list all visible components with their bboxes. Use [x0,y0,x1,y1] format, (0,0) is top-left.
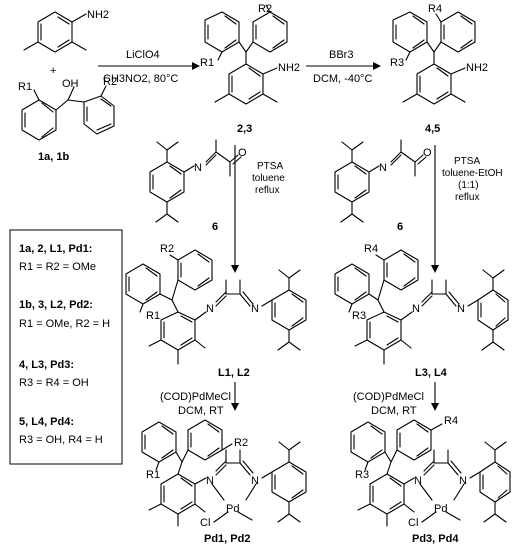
ligand-left-n2: N [251,303,259,315]
ketone-6-left-n: N [194,162,202,174]
complex-pd1-pd2-label: Pd1, Pd2 [204,533,250,545]
product-45-amine-label: NH2 [466,62,488,74]
ligand-l1-l2-label: L1, L2 [218,367,250,379]
complex-right-n2: N [459,475,467,487]
step-right-line-1: PTSA [454,156,480,167]
complex-right-r3: R3 [355,469,369,481]
ketone-6-right-o: O [423,147,432,159]
complex-right-n1: N [414,475,422,487]
complex-left-pd: Pd [226,503,239,515]
legend-1-title: 1a, 2, L1, Pd1: [19,243,92,255]
step1-reagent: LiClO4 [126,49,160,61]
diol-r2-label: R2 [103,76,117,88]
step2-reagent: BBr3 [329,49,353,61]
product-45-structure: R3 R4 NH2 [390,3,488,105]
step-right-line-4: reflux [455,192,479,203]
aniline-amine-label: NH2 [87,9,109,21]
step2-conditions: DCM, -40°C [313,73,372,85]
complex-left-r2: R2 [234,437,248,449]
diol-r1-label: R1 [18,81,32,93]
complex-pd3-pd4-label: Pd3, Pd4 [412,533,459,545]
complex-right-r4: R4 [444,415,458,427]
complex-left-n1: N [206,475,214,487]
ketone-6-right-n: N [379,162,387,174]
legend-4-title: 5, L4, Pd4: [19,416,74,428]
step-right-line-3: (1:1) [458,180,479,191]
ligand-l1-l2-structure: R2 R1 N N [125,243,307,365]
complexation-left-conditions: DCM, RT [178,405,224,417]
legend-3-title: 4, L3, Pd3: [19,359,74,371]
step-right-line-2: toluene-EtOH [442,168,503,179]
complex-pd3-pd4-structure: R4 R3 N N Pd Cl [350,415,511,529]
product-45-r4-label: R4 [428,3,442,15]
diol-oh-label: OH [62,78,79,90]
product-23-r1-label: R1 [200,57,214,69]
plus-sign: + [50,65,56,77]
step-left-line-3: reflux [255,185,279,196]
ligand-left-r2: R2 [160,243,174,255]
ligand-left-r1: R1 [146,310,160,322]
ligand-right-r3: R3 [352,310,366,322]
ketone-6-right-label: 6 [397,221,403,233]
complex-pd1-pd2-structure: R2 R1 N N Pd Cl [141,419,307,529]
product-23-amine-label: NH2 [278,62,300,74]
ketone-6-left-o: O [238,147,247,159]
complexation-right-reagent: (COD)PdMeCl [353,391,424,403]
substituent-legend-box [9,229,123,465]
diol-structure: R1 OH R2 [18,76,117,141]
step-left-line-2: toluene [252,173,285,184]
complex-left-cl: Cl [200,517,210,529]
diol-compound-label: 1a, 1b [38,151,69,163]
ketone-6-right-structure: N O [334,139,432,223]
ligand-right-n2: N [457,303,465,315]
ligand-l3-l4-structure: R4 R3 N N [334,243,509,365]
ligand-left-n1: N [206,303,214,315]
ligand-right-n1: N [412,303,420,315]
step-left-line-1: PTSA [257,161,283,172]
legend-1-value: R1 = R2 = OMe [19,261,96,273]
aniline-structure: NH2 [23,9,109,53]
ligand-right-r4: R4 [364,243,378,255]
ketone-6-left-label: 6 [212,221,218,233]
legend-2-value-text: R1 = OMe, R2 = H [19,318,110,330]
step1-conditions: CH3NO2, 80°C [103,73,178,85]
ketone-6-left-structure: N O [149,139,247,223]
legend-2-title: 1b, 3, L2, Pd2: [19,299,93,311]
legend-4-value: R3 = OH, R4 = H [19,434,103,446]
complex-right-cl: Cl [408,517,418,529]
complex-right-pd: Pd [434,503,447,515]
legend-3-value: R3 = R4 = OH [19,377,89,389]
complex-left-r1: R1 [146,469,160,481]
complexation-left-reagent: (COD)PdMeCl [160,391,231,403]
complex-left-n2: N [251,475,259,487]
product-23-label: 2,3 [237,123,252,135]
product-45-label: 4,5 [425,123,440,135]
product-45-r3-label: R3 [390,57,404,69]
product-23-structure: R1 R2 NH2 [200,3,300,105]
product-23-r2-label: R2 [258,3,272,15]
complexation-right-conditions: DCM, RT [371,405,417,417]
ligand-l3-l4-label: L3, L4 [415,367,448,379]
